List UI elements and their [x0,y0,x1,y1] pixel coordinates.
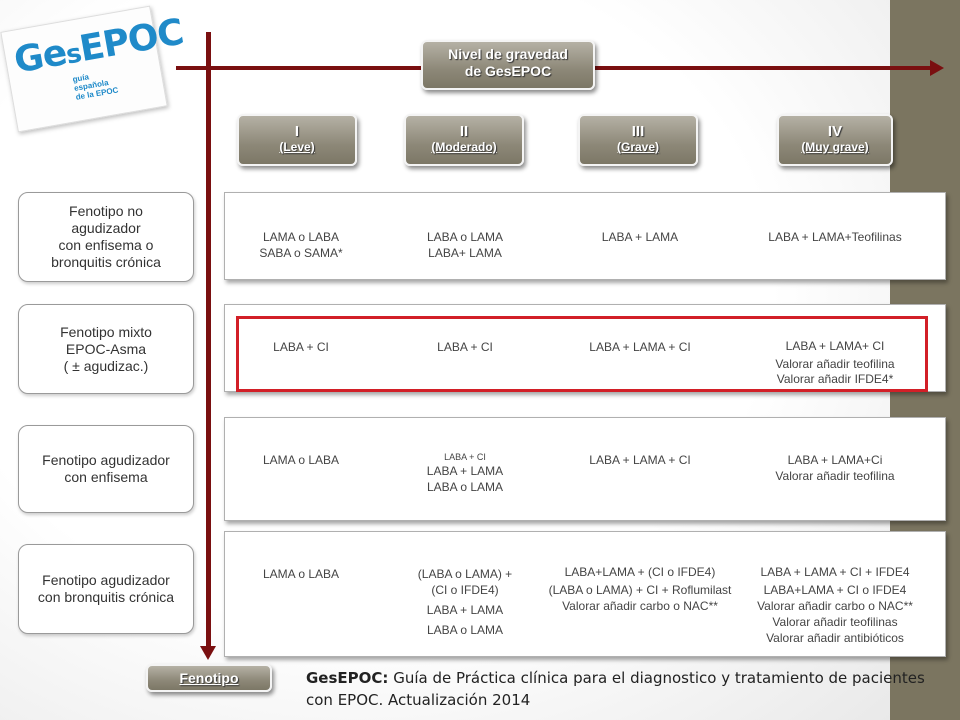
phenotype-label-agudizador-bronquitis: Fenotipo agudizador con bronquitis cróni… [18,544,194,634]
cell-r3-c1: LAMA o LABA [262,453,340,467]
severity-level-header: Nivel de gravedad de GesEPOC [421,40,595,90]
treatment-row-agudizador-bronquitis: LAMA o LABA (LABA o LAMA) + (CI o IFDE4)… [224,531,946,657]
cell-r2-c3: LABA + LAMA + CI [589,340,691,354]
level-II-pill: II (Moderado) [404,114,524,166]
cell-r4-c3: LABA+LAMA + (CI o IFDE4) (LABA o LAMA) +… [548,565,732,613]
treatment-row-agudizador-enfisema: LAMA o LABA LABA + CI LABA + LAMA LABA o… [224,417,946,521]
phenotype-label-no-agudizador: Fenotipo no agudizador con enfisema o br… [18,192,194,282]
cell-r3-c2: LABA + CI LABA + LAMA LABA o LAMA [426,452,504,494]
cell-r3-c4: LABA + LAMA+Ci Valorar añadir teofilina [775,453,895,483]
cell-r4-c4: LABA + LAMA + CI + IFDE4 LABA+LAMA + CI … [757,565,913,645]
footer-citation: GesEPOC: Guía de Práctica clínica para e… [306,669,925,709]
cell-r2-c4: LABA + LAMA+ CI Valorar añadir teofilina… [775,339,895,386]
phenotype-label-agudizador-enfisema: Fenotipo agudizador con enfisema [18,425,194,513]
phenotype-label-mixto: Fenotipo mixto EPOC-Asma ( ± agudizac.) [18,304,194,394]
cell-r4-c1: LAMA o LABA [262,567,340,581]
cell-r1-c1: LAMA o LABA SABA o SAMA* [259,230,343,260]
phenotype-arrow-head [200,646,216,660]
cell-r2-c1: LABA + CI [273,340,329,354]
cell-r3-c3: LABA + LAMA + CI [589,453,691,467]
cell-r4-c2: (LABA o LAMA) + (CI o IFDE4) LABA + LAMA… [417,567,513,637]
level-I-pill: I (Leve) [237,114,357,166]
phenotype-axis-arrow [206,32,211,648]
treatment-row-no-agudizador: LAMA o LABA SABA o SAMA* LABA o LAMA LAB… [224,192,946,280]
highlight-frame [236,316,928,392]
phenotype-axis-label: Fenotipo [146,664,272,692]
level-III-pill: III (Grave) [578,114,698,166]
level-IV-pill: IV (Muy grave) [777,114,893,166]
cell-r1-c4: LABA + LAMA+Teofilinas [768,230,902,244]
cell-r1-c3: LABA + LAMA [601,230,679,244]
cell-r2-c2: LABA + CI [437,340,493,354]
cell-r1-c2: LABA o LAMA LABA+ LAMA [426,230,504,260]
severity-arrow-head [930,60,944,76]
